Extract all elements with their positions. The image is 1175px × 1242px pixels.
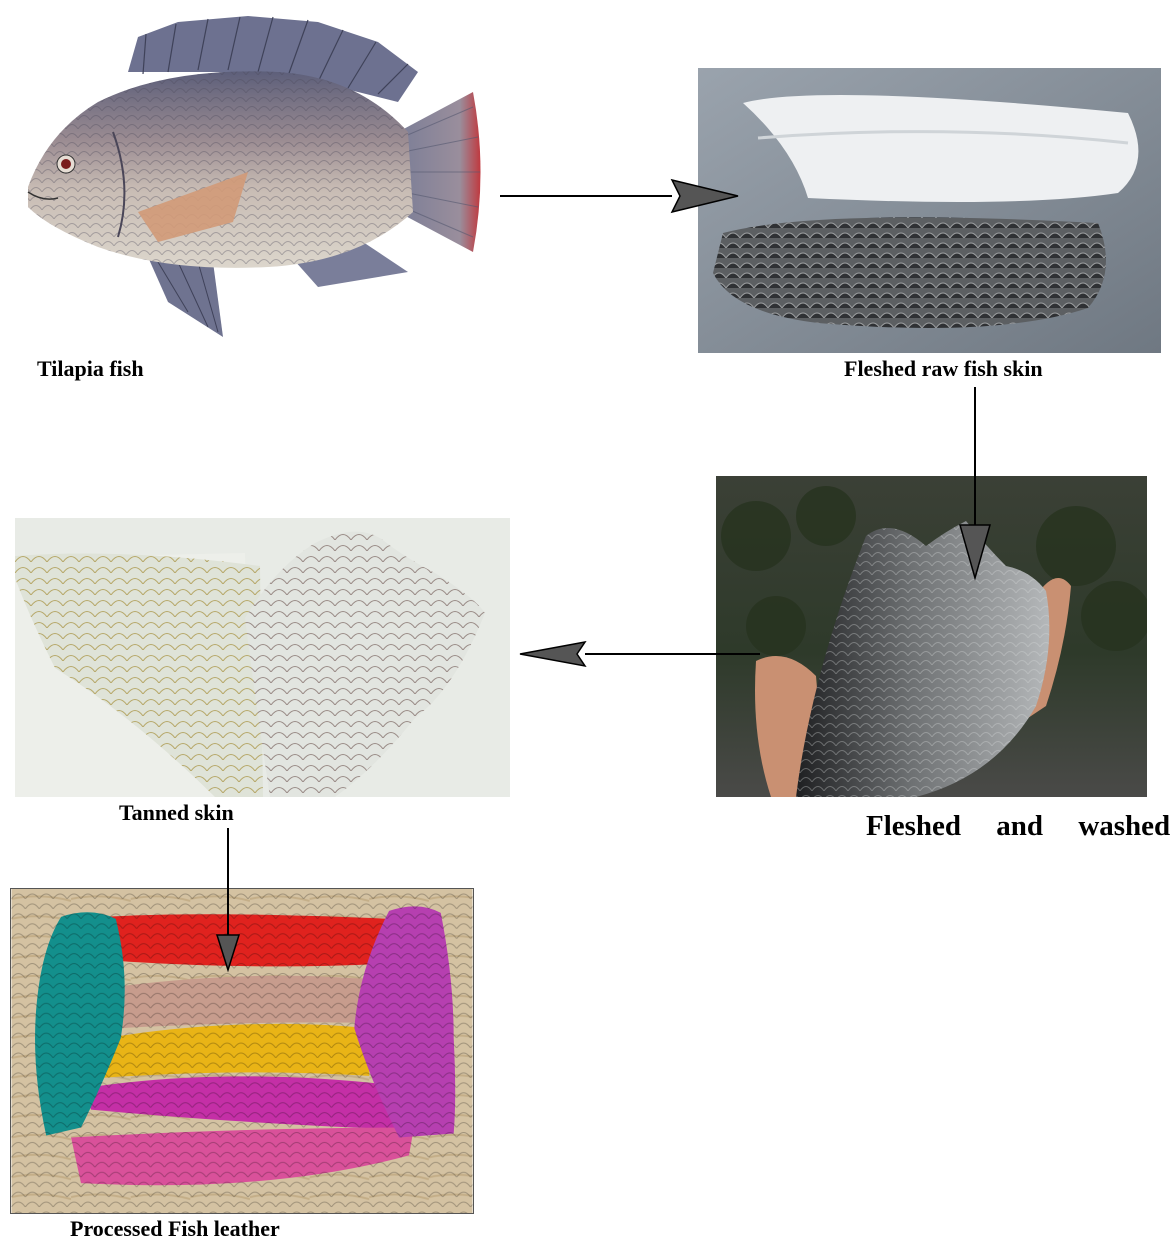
tanned-skin-photo [15,518,510,797]
label-tanned-skin: Tanned skin [119,800,234,826]
label-processed-fish-leather: Processed Fish leather [70,1216,280,1242]
label-tilapia-fish: Tilapia fish [37,356,144,382]
label-fleshed-and-washed: Fleshed and washed [866,810,1170,843]
processed-leather-photo [10,888,474,1214]
label-fleshed-raw-fish-skin: Fleshed raw fish skin [844,356,1043,382]
tilapia-fish-image [18,12,488,342]
raw-fish-skin-photo [698,68,1161,353]
washed-skin-photo [716,476,1147,797]
